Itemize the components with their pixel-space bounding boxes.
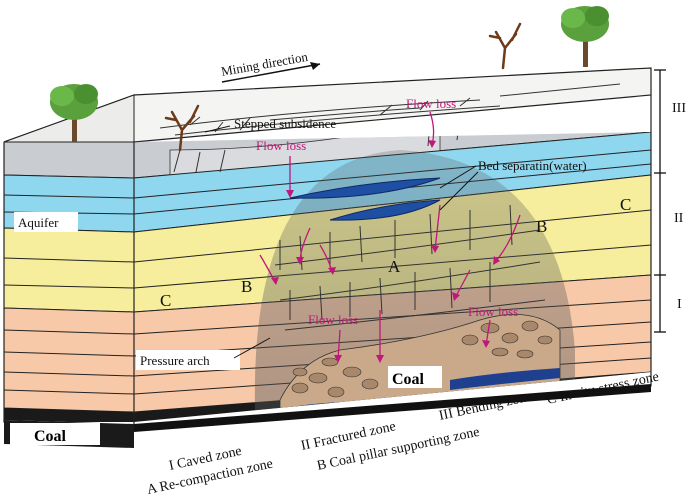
dead-tree-left xyxy=(164,104,200,152)
zone-scale-ii: II xyxy=(674,211,684,226)
water-lens-lower xyxy=(329,199,441,221)
flow-loss-group: Flow loss Flow loss Flow loss Flow loss xyxy=(256,96,521,363)
zone-letter-c-right: C xyxy=(620,195,631,214)
zone-letter-a: A xyxy=(388,257,401,276)
water-lens-upper xyxy=(289,177,441,199)
coal-box-left xyxy=(10,423,100,445)
zone-scale-i: I xyxy=(677,297,682,312)
pressure-arch-label: Pressure arch xyxy=(140,353,210,368)
zone-letter-b-right: B xyxy=(536,217,547,236)
surface-cracks xyxy=(159,83,621,136)
zone-letter-b-left: B xyxy=(241,277,252,296)
stepped-subsidence-label: Stepped subsidence xyxy=(234,116,336,131)
dead-tree-right xyxy=(488,22,522,70)
flow-loss-label-2: Flow loss xyxy=(406,96,456,111)
zone-scale-iii: III xyxy=(672,101,686,116)
coal-label-center: Coal xyxy=(392,371,425,388)
zone-letter-c-left: C xyxy=(160,291,171,310)
tree-left xyxy=(50,84,98,142)
flow-loss-label-4: Flow loss xyxy=(468,304,518,319)
bed-separation-label: Bed separatin(water) xyxy=(478,158,587,173)
tree-right xyxy=(561,6,609,67)
flow-loss-label-1: Flow loss xyxy=(256,138,306,153)
aquifer-label: Aquifer xyxy=(18,215,59,230)
flow-loss-label-3: Flow loss xyxy=(308,312,358,327)
legend-bending: III Bending zone xyxy=(438,390,534,424)
coal-label-left: Coal xyxy=(34,428,67,445)
coal-box-center xyxy=(388,366,442,388)
mining-direction-arrow xyxy=(221,62,321,83)
zone-scale xyxy=(654,69,666,333)
